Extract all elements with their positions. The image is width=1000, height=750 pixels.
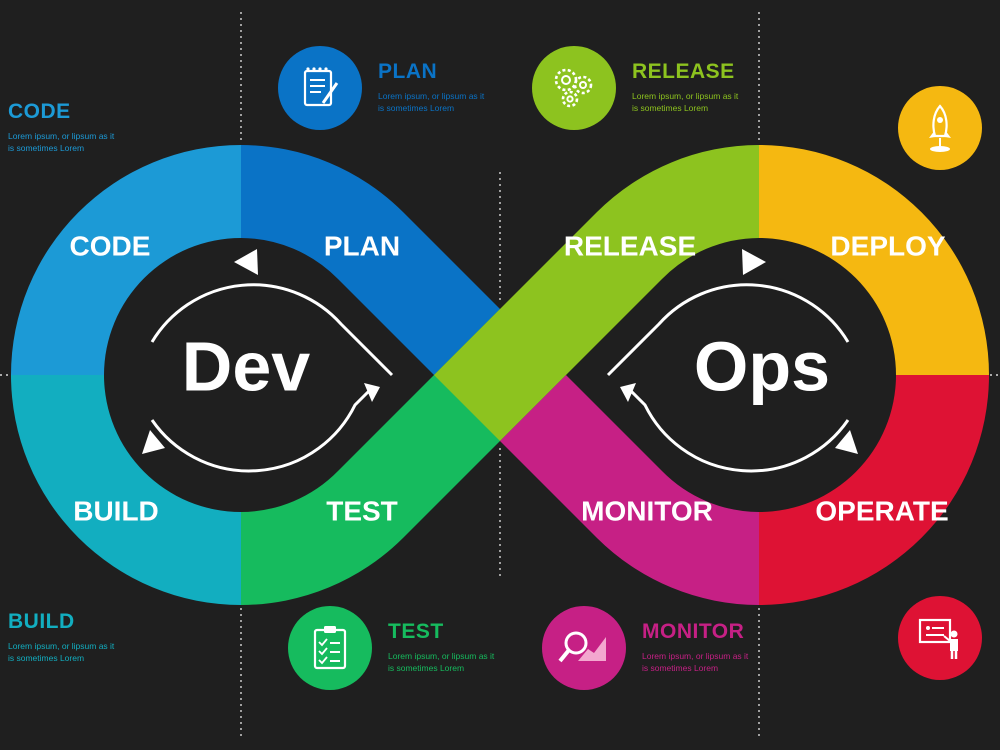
arrow-head-icon	[234, 249, 258, 275]
info-desc-monitor: Lorem ipsum, or lipsum as it is sometime…	[642, 651, 749, 673]
info-desc-test: Lorem ipsum, or lipsum as it is sometime…	[388, 651, 495, 673]
info-title-release: RELEASE	[632, 60, 735, 83]
segment-build	[11, 375, 241, 605]
badge-release	[532, 46, 616, 130]
segment-label-monitor: MONITOR	[581, 495, 713, 526]
segment-monitor	[500, 375, 759, 605]
info-block-release: RELEASE Lorem ipsum, or lipsum as it is …	[632, 60, 792, 114]
arrow-head-icon	[142, 430, 165, 454]
segment-label-code: CODE	[70, 230, 151, 261]
magnifier-chart-icon	[558, 631, 606, 663]
segment-plan	[241, 145, 500, 375]
info-title-monitor: MONITOR	[642, 620, 745, 643]
arrow-head-icon	[620, 383, 636, 402]
info-title-plan: PLAN	[378, 60, 438, 83]
info-block-code: CODE Lorem ipsum, or lipsum as it is som…	[8, 100, 168, 154]
checklist-icon	[313, 626, 347, 670]
arrow-head-icon	[742, 249, 766, 275]
segment-label-build: BUILD	[73, 495, 159, 526]
info-block-monitor: MONITOR Lorem ipsum, or lipsum as it is …	[642, 620, 802, 674]
presenter-board-icon	[918, 618, 958, 659]
segment-code	[11, 145, 241, 375]
segment-deploy	[759, 145, 989, 375]
rocket-icon	[929, 104, 951, 152]
info-desc-build: Lorem ipsum, or lipsum as it is sometime…	[8, 641, 115, 663]
info-title-code: CODE	[8, 100, 71, 123]
dev-cycle-arrows	[150, 283, 394, 473]
info-block-test: TEST Lorem ipsum, or lipsum as it is som…	[388, 620, 548, 674]
segment-label-plan: PLAN	[324, 230, 400, 261]
info-desc-plan: Lorem ipsum, or lipsum as it is sometime…	[378, 91, 485, 113]
info-title-test: TEST	[388, 620, 444, 643]
center-label-dev: Dev	[182, 327, 310, 405]
segment-label-deploy: DEPLOY	[830, 230, 945, 261]
segment-label-test: TEST	[326, 495, 398, 526]
divider-lines	[0, 12, 1000, 740]
arrow-head-icon	[364, 383, 380, 402]
badge-monitor	[542, 606, 626, 690]
segment-label-release: RELEASE	[564, 230, 696, 261]
badge-operate	[898, 596, 982, 680]
info-block-plan: PLAN Lorem ipsum, or lipsum as it is som…	[378, 60, 538, 114]
info-block-build: BUILD Lorem ipsum, or lipsum as it is so…	[8, 610, 168, 664]
badge-test	[288, 606, 372, 690]
segment-release	[434, 145, 759, 441]
gears-icon	[554, 68, 593, 108]
info-desc-code: Lorem ipsum, or lipsum as it is sometime…	[8, 131, 115, 153]
segment-label-operate: OPERATE	[815, 495, 948, 526]
badge-deploy	[898, 86, 982, 170]
badge-plan	[278, 46, 362, 130]
ops-cycle-arrows	[606, 283, 850, 473]
arrow-head-icon	[835, 430, 858, 454]
info-title-build: BUILD	[8, 610, 75, 633]
info-desc-release: Lorem ipsum, or lipsum as it is sometime…	[632, 91, 739, 113]
center-label-ops: Ops	[694, 327, 830, 405]
notepad-pen-icon	[303, 67, 339, 107]
segment-operate	[759, 375, 989, 605]
